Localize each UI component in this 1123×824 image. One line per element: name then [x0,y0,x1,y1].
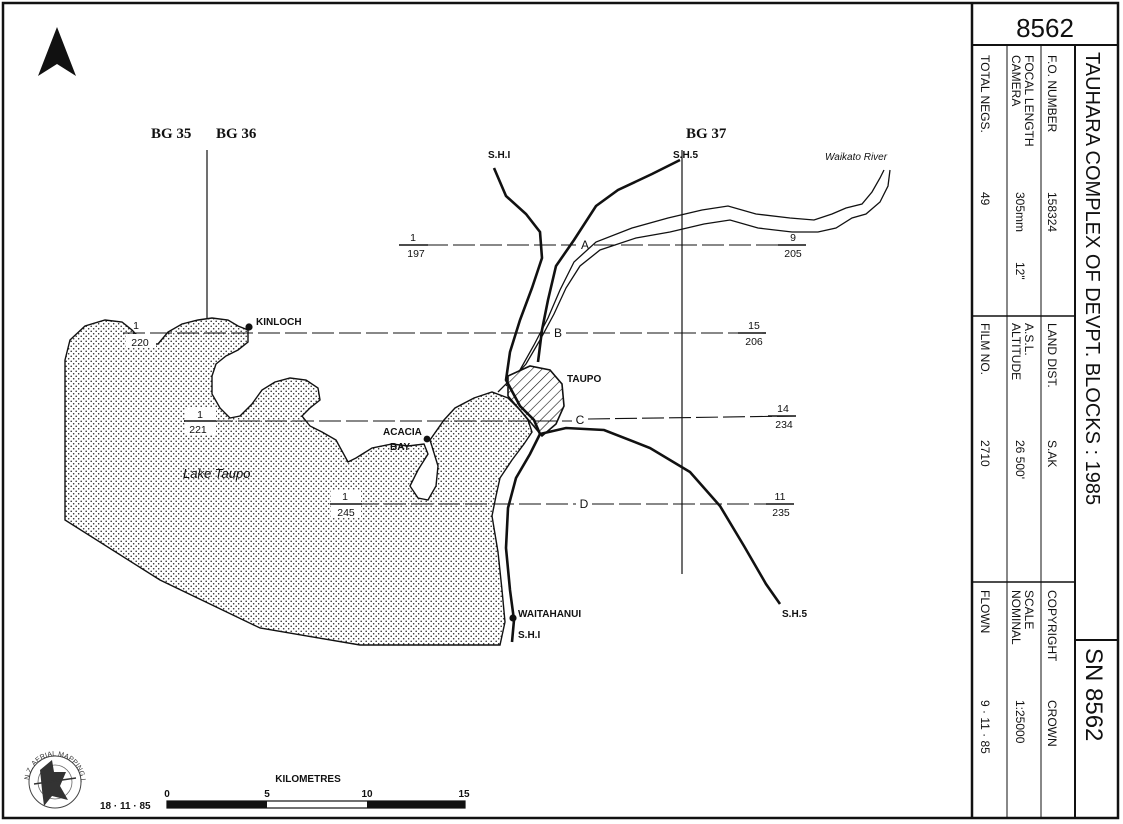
nominal-label: NOMINAL [1009,590,1023,645]
stamp-date: 18 · 11 · 85 [100,801,151,812]
scale-label: SCALE [1022,590,1036,629]
film-no-value: 2710 [978,440,992,467]
scale-tick-15: 15 [458,789,470,800]
fo-number-value: 158324 [1045,192,1059,232]
flight-line-b-end-top: 15 [748,320,760,332]
land-dist-value: S.AK [1045,440,1059,467]
total-negs-label: TOTAL NEGS. [978,55,992,133]
flight-line-d-end-top: 11 [775,491,786,503]
title-block-sn: SN 8562 [1080,648,1107,741]
flight-line-d-end-bottom: 235 [772,507,790,519]
flight-line-c-start-top: 1 [197,409,203,421]
land-dist-label: LAND DIST. [1045,323,1059,388]
grid-label-bg36: BG 36 [216,126,257,142]
scale-tick-5: 5 [264,789,270,800]
north-label: N [53,67,60,78]
road-label-sh1-north: S.H.I [488,150,510,161]
flight-line-c-end-top: 14 [777,403,789,415]
flight-line-a-start-top: 1 [410,232,416,244]
scale-value: 1:25000 [1013,700,1027,744]
total-negs-value: 49 [978,192,992,206]
title-block-number: 8562 [1016,13,1074,43]
waikato-river-east-bank [505,169,891,387]
state-highway-5-north [536,158,681,363]
flight-line-b-end-bottom: 206 [745,336,763,348]
focal-length-mm: 305mm [1013,192,1027,232]
flight-line-d-start-top: 1 [342,491,348,503]
flight-line-c-end-bottom: 234 [775,419,793,431]
state-highway-1-north [492,167,544,435]
flight-line-b-start-top: 1 [133,320,139,332]
road-label-sh5-south: S.H.5 [782,609,807,620]
grid-label-bg37: BG 37 [686,126,727,142]
scale-bar-title: KILOMETRES [275,774,341,785]
flight-line-d-label: D [580,497,589,511]
altitude-label: ALTITUDE [1009,323,1023,380]
waitahanui-label: WAITAHANUI [518,609,581,620]
north-arrow-icon [38,27,76,76]
scale-bar [166,800,466,809]
acacia-bay-dot [423,435,431,443]
flight-line-a-label: A [581,238,589,252]
flight-line-a-end-bottom: 205 [784,248,802,260]
taupo-town-area [507,365,565,438]
flown-value: 9 · 11 · 85 [978,700,992,754]
asl-label: A.S.L. [1022,323,1036,356]
flight-line-c-label: C [576,413,585,427]
copyright-value: CROWN [1045,700,1059,747]
altitude-value: 26 500' [1013,440,1027,479]
camera-label: CAMERA [1009,55,1023,106]
acacia-bay-label-2: BAY [390,442,411,453]
state-highway-5-south [539,426,782,605]
flight-line-b-start-box [126,334,156,348]
flight-line-b-start-bottom: 220 [131,337,149,349]
scale-tick-10: 10 [361,789,373,800]
copyright-label: COPYRIGHT [1045,590,1059,662]
fo-number-label: F.O. NUMBER [1045,55,1059,133]
focal-length-in: 12" [1013,262,1027,280]
lake-label: Lake Taupo [183,466,250,481]
road-label-sh5-north: S.H.5 [673,150,698,161]
river-label: Waikato River [825,152,888,163]
film-no-label: FILM NO. [978,323,992,375]
kinloch-dot [245,323,253,331]
lake-taupo [64,317,533,646]
title-block-title: TAUHARA COMPLEX OF DEVPT. BLOCKS : 1985 [1081,52,1103,505]
focal-length-label: FOCAL LENGTH [1022,55,1036,147]
title-block [970,3,1118,818]
waikato-river-west-bank [497,169,885,393]
taupo-label: TAUPO [567,374,601,385]
flight-line-b-label: B [554,326,562,340]
waitahanui-dot [509,614,517,622]
flight-line-c-start-bottom: 221 [189,424,207,436]
flight-line-a-start-bottom: 197 [407,248,425,260]
road-label-sh1-south: S.H.I [518,630,540,641]
kinloch-label: KINLOCH [256,317,302,328]
acacia-bay-label-1: ACACIA [383,427,422,438]
flown-label: FLOWN [978,590,992,633]
grid-label-bg35: BG 35 [151,126,191,142]
scale-tick-0: 0 [164,789,170,800]
flight-line-d-start-bottom: 245 [337,507,355,519]
flight-line-a-end-top: 9 [790,232,796,244]
